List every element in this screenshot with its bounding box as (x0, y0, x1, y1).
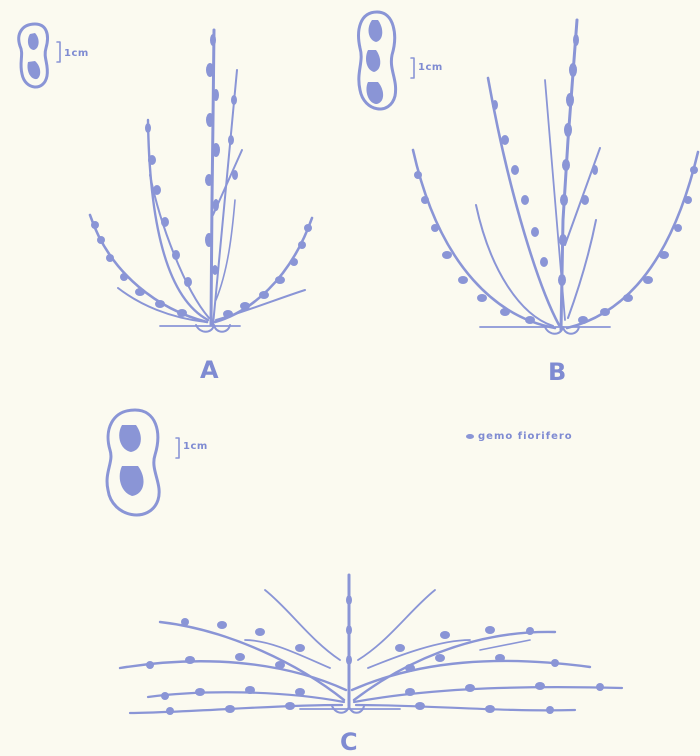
panel-a-letter: A (200, 356, 219, 384)
legend: gemo fiorifero (466, 431, 573, 442)
panel-c-tree (120, 575, 622, 715)
panel-c-letter: C (340, 728, 358, 756)
panel-c-scale-label: 1cm (183, 441, 208, 452)
panel-b-letter: B (548, 358, 566, 386)
panel-c-seed-section (107, 410, 179, 515)
panel-a-tree (90, 30, 312, 332)
legend-label: gemo fiorifero (478, 431, 573, 442)
panel-a-scale-label: 1cm (64, 48, 89, 59)
panel-a-seed-section (19, 24, 60, 87)
panel-b-tree (413, 20, 698, 334)
flower-bud-icon (466, 434, 474, 439)
panel-b-scale-label: 1cm (418, 62, 443, 73)
panel-b-seed-section (359, 12, 414, 109)
